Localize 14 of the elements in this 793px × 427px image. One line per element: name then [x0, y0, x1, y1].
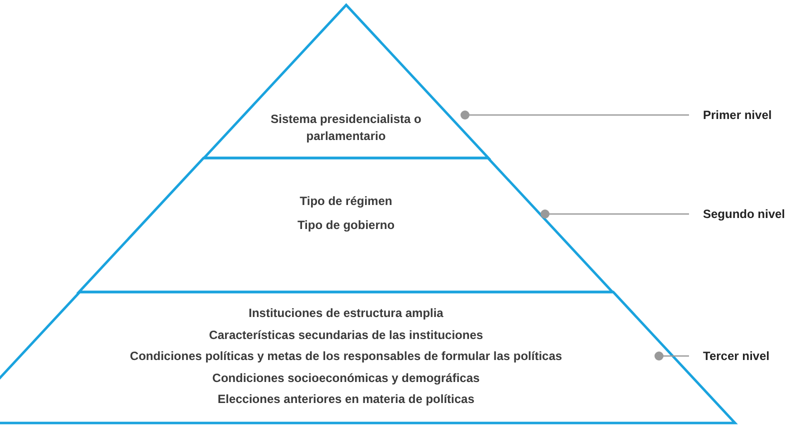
tier-text: Elecciones anteriores en materia de políticas — [218, 391, 474, 407]
tier-text: Sistema presidencialista o parlamentario — [270, 111, 422, 145]
tier-text: Condiciones políticas y metas de los responsables de formular las políticas — [130, 348, 562, 364]
tier-text: Tipo de gobierno — [297, 218, 395, 232]
tier-text: Condiciones socioeconómicas y demográficas — [212, 370, 480, 386]
level-label: Segundo nivel — [703, 206, 786, 222]
tier-text: Tipo de régimen — [300, 194, 392, 208]
level-label: Primer nivel — [703, 107, 772, 123]
leader-line — [460, 110, 689, 120]
leader-line — [654, 352, 689, 360]
leader-line — [540, 210, 689, 218]
level-label: Tercer nivel — [703, 348, 770, 364]
tier-text: Instituciones de estructura amplia — [248, 305, 444, 321]
tier-text: Características secundarias de las instituciones — [208, 326, 484, 342]
